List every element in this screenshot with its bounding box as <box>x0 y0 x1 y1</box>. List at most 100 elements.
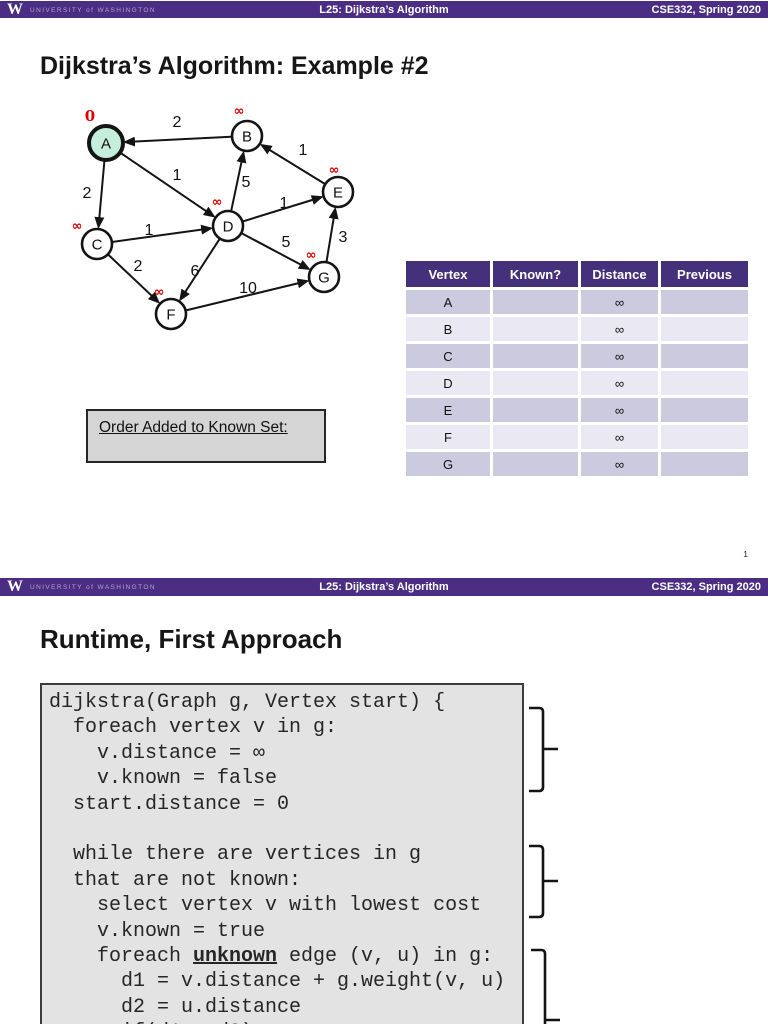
column-header: Known? <box>493 261 578 287</box>
node-distance-label: ∞ <box>329 163 340 178</box>
graph-edge <box>242 195 324 223</box>
code-line: v.known = false <box>49 767 278 791</box>
edge-weight-label: 5 <box>242 174 251 191</box>
table-cell <box>493 290 578 314</box>
edge-weight-label: 2 <box>83 185 92 202</box>
table-cell: ∞ <box>581 452 658 476</box>
node-distance-label: ∞ <box>72 219 83 234</box>
code-line: foreach unknown edge (v, u) in g: <box>49 945 494 969</box>
code-line: while there are vertices in g <box>49 843 422 867</box>
table-cell: C <box>406 344 490 368</box>
uw-wordmark: UNIVERSITY of WASHINGTON <box>30 6 156 14</box>
graph-node-c <box>80 227 114 261</box>
graph-node-f <box>154 297 188 331</box>
graph-edge <box>325 206 339 262</box>
slide-1: W UNIVERSITY of WASHINGTON L25: Dijkstra… <box>0 1 768 559</box>
table-body: A∞B∞C∞D∞E∞F∞G∞ <box>406 290 748 476</box>
table-cell: ∞ <box>581 371 658 395</box>
table-row: E∞ <box>406 398 748 422</box>
slide2-header-bar: W UNIVERSITY of WASHINGTON L25: Dijkstra… <box>0 578 768 596</box>
graph-node-d <box>211 209 245 243</box>
table-row: F∞ <box>406 425 748 449</box>
code-line: d2 = u.distance <box>49 995 302 1019</box>
table-cell: ∞ <box>581 425 658 449</box>
table-cell <box>661 425 748 449</box>
table-cell: F <box>406 425 490 449</box>
uw-w-logo: W <box>7 578 23 595</box>
code-line: foreach vertex v in g: <box>49 716 338 740</box>
table-cell: B <box>406 317 490 341</box>
uw-logo: W UNIVERSITY of WASHINGTON <box>0 1 156 18</box>
graph-nodes: A0B∞C∞D∞E∞F∞G∞ <box>72 104 355 331</box>
code-line: v.known = true <box>49 919 266 943</box>
table-cell: D <box>406 371 490 395</box>
node-distance-label: ∞ <box>154 285 165 300</box>
table-cell <box>661 290 748 314</box>
edge-weight-label: 5 <box>282 234 291 251</box>
edge-weight-label: 3 <box>339 229 348 246</box>
node-label: F <box>166 307 175 324</box>
code-line: start.distance = 0 <box>49 792 290 816</box>
column-header: Previous <box>661 261 748 287</box>
table-cell <box>493 344 578 368</box>
graph-edge <box>94 160 106 230</box>
edge-weight-label: 1 <box>145 222 154 239</box>
graph-edge <box>179 238 221 302</box>
table-row: C∞ <box>406 344 748 368</box>
slide-title: Dijkstra’s Algorithm: Example #2 <box>40 52 429 80</box>
lecture-title: L25: Dijkstra’s Algorithm <box>319 581 449 593</box>
graph-node-g <box>307 260 341 294</box>
graph-edge <box>186 278 310 312</box>
code-box: dijkstra(Graph g, Vertex start) { foreac… <box>40 683 524 1024</box>
table-cell: ∞ <box>581 344 658 368</box>
column-header: Distance <box>581 261 658 287</box>
brace-icon <box>529 706 558 793</box>
table-cell <box>661 398 748 422</box>
table-cell <box>493 317 578 341</box>
graph-edge <box>107 254 161 304</box>
slide1-header-bar: W UNIVERSITY of WASHINGTON L25: Dijkstra… <box>0 1 768 18</box>
brace-icon <box>531 948 560 1024</box>
table-cell: ∞ <box>581 398 658 422</box>
course-label: CSE332, Spring 2020 <box>651 3 761 16</box>
table-cell <box>493 452 578 476</box>
graph-node-b <box>230 119 264 153</box>
table-row: D∞ <box>406 371 748 395</box>
table-cell <box>493 398 578 422</box>
order-added-box: Order Added to Known Set: <box>86 409 326 463</box>
node-label: B <box>242 129 252 146</box>
graph-node-e <box>321 175 355 209</box>
code-line: if(d1 < d2) <box>49 1020 522 1024</box>
node-distance-label: 0 <box>85 107 95 125</box>
code-line <box>49 817 522 842</box>
code-line: select vertex v with lowest cost <box>49 894 482 918</box>
table-cell: ∞ <box>581 290 658 314</box>
graph-edge <box>241 232 311 270</box>
table-cell <box>661 317 748 341</box>
table-row: A∞ <box>406 290 748 314</box>
graph-edge <box>230 150 247 211</box>
table-cell: E <box>406 398 490 422</box>
table-cell: G <box>406 452 490 476</box>
edge-weight-label: 1 <box>173 167 182 184</box>
graph-edge <box>120 152 216 218</box>
table-cell: A <box>406 290 490 314</box>
edge-weight-label: 10 <box>239 280 257 297</box>
node-distance-label: ∞ <box>234 104 245 119</box>
node-label: A <box>101 136 111 153</box>
node-label: E <box>333 185 343 202</box>
code-line: that are not known: <box>49 868 302 892</box>
uw-logo: W UNIVERSITY of WASHINGTON <box>0 579 156 595</box>
edge-weight-label: 2 <box>134 258 143 275</box>
node-label: C <box>92 237 103 254</box>
table-cell <box>661 344 748 368</box>
course-label: CSE332, Spring 2020 <box>651 581 761 593</box>
node-distance-label: ∞ <box>306 248 317 263</box>
graph-node-a <box>87 124 125 162</box>
table-cell <box>661 371 748 395</box>
table-cell: ∞ <box>581 317 658 341</box>
table-row: G∞ <box>406 452 748 476</box>
